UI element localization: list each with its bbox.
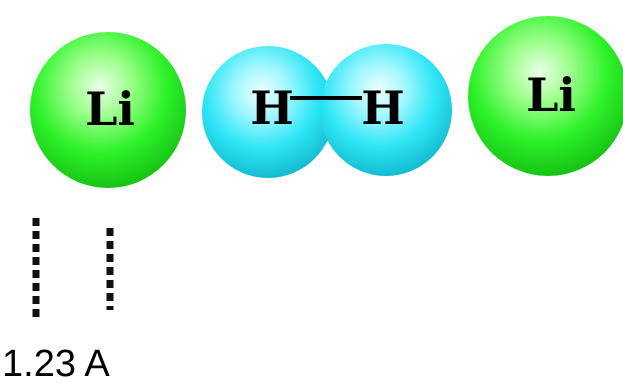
hydrogen-molecule: H H [202, 44, 452, 178]
lithium-label-left: Li [85, 82, 135, 136]
distance-markers [32, 218, 114, 322]
distance-label: 1.23 A [2, 343, 110, 385]
lithium-sphere-left [30, 32, 186, 188]
hydrogen-sphere-right [320, 44, 452, 176]
hydrogen-label-right: H [361, 81, 404, 135]
hydrogen-sphere-left [202, 46, 334, 178]
lithium-atom-left: Li [30, 32, 186, 188]
lithium-sphere-right [468, 16, 623, 176]
hydrogen-label-left: H [250, 81, 293, 135]
lithium-label-right: Li [526, 68, 576, 122]
lithium-atom-right: Li [468, 16, 623, 176]
